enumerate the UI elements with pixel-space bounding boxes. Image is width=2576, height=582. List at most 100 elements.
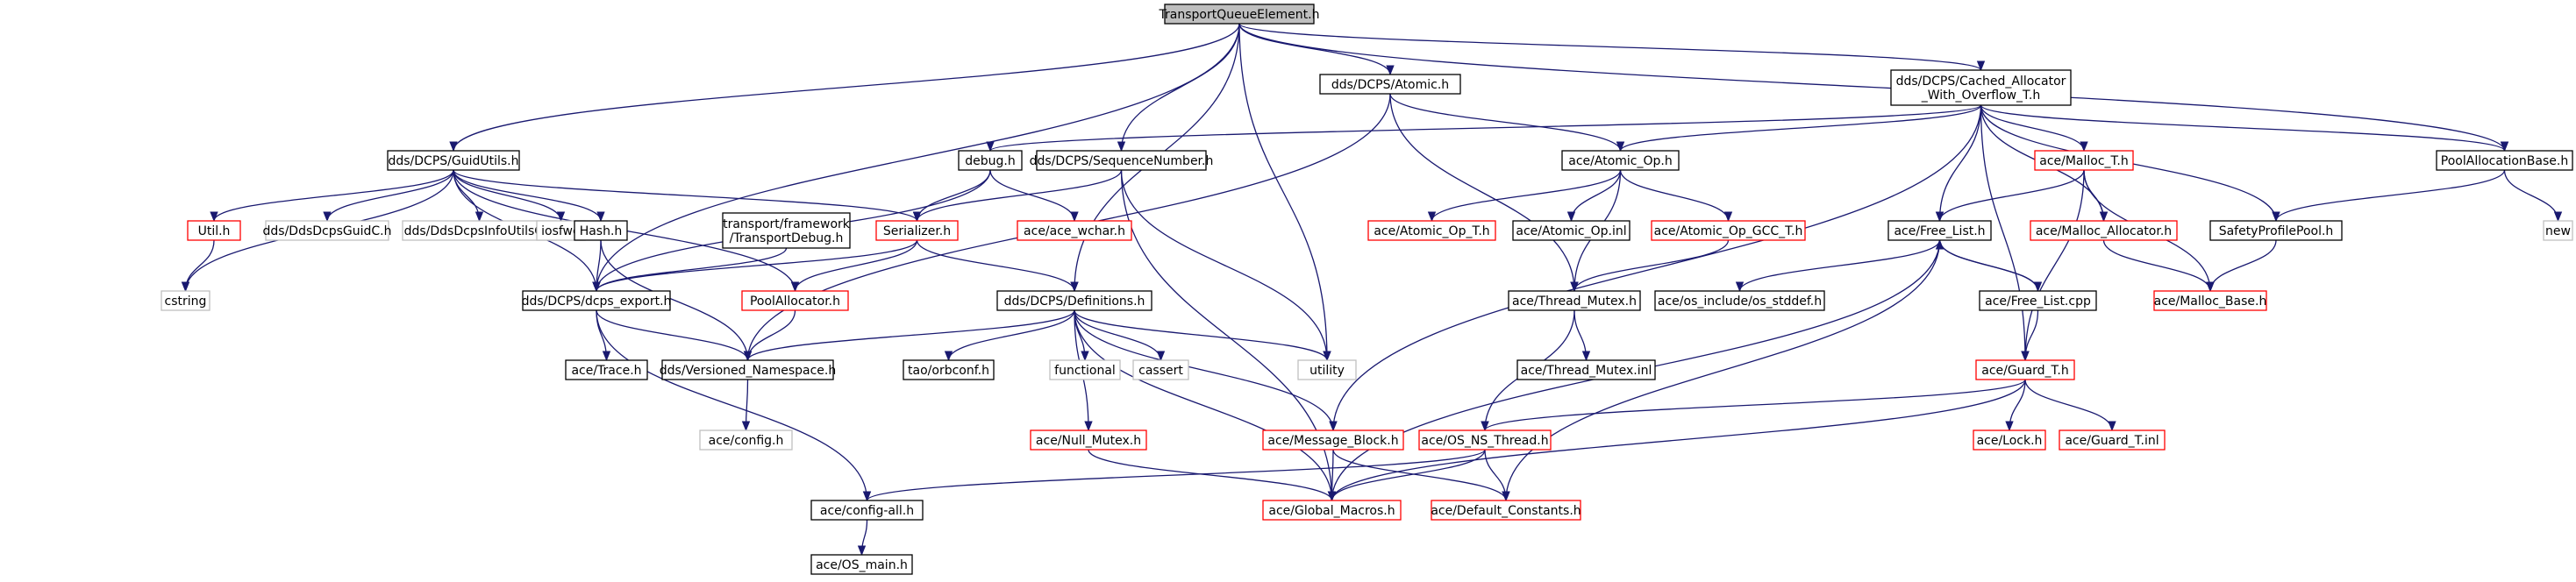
- edge-definitions-to-cassert: [1074, 309, 1166, 362]
- dependency-edges: [181, 23, 2563, 557]
- edge-guard-t-to-global-macros: [1327, 379, 2026, 502]
- node-seqnum[interactable]: dds/DCPS/SequenceNumber.h: [1030, 150, 1214, 171]
- node-malloc-base[interactable]: ace/Malloc_Base.h: [2153, 290, 2267, 311]
- node-os-ns-thread[interactable]: ace/OS_NS_Thread.h: [1418, 429, 1552, 451]
- node-safety[interactable]: SafetyProfilePool.h: [2209, 220, 2343, 241]
- node-box: [1262, 500, 1402, 521]
- edge-cached-to-message-block: [1329, 104, 1982, 432]
- node-atomic-op[interactable]: ace/Atomic_Op.h: [1561, 150, 1680, 171]
- node-free-list[interactable]: ace/Free_List.h: [1887, 220, 1992, 241]
- node-box: [1973, 429, 2046, 451]
- edge-seqnum-to-serializer: [912, 169, 1123, 223]
- node-functional: functional: [1049, 359, 1121, 380]
- edge-dcps-export-to-versioned: [596, 309, 753, 362]
- edge-free-list-cpp-to-free-list: [1935, 238, 2039, 292]
- node-atomic-op-gcc[interactable]: ace/Atomic_Op_GCC_T.h: [1651, 220, 1806, 241]
- node-box: [1262, 429, 1404, 451]
- node-box: [1654, 290, 1825, 311]
- node-label: ace/OS_NS_Thread.h: [1421, 434, 1548, 448]
- node-lock[interactable]: ace/Lock.h: [1973, 429, 2046, 451]
- node-label: dds/DdsDcpsInfoUtilsC.h: [404, 224, 555, 238]
- node-utility: utility: [1297, 359, 1357, 380]
- node-serializer[interactable]: Serializer.h: [875, 220, 959, 241]
- node-box: [1164, 4, 1315, 25]
- node-box: [1132, 359, 1189, 380]
- node-ace-config: ace/config.h: [699, 429, 793, 451]
- edge-guard-t-to-lock: [2005, 379, 2026, 432]
- node-null-mutex[interactable]: ace/Null_Mutex.h: [1030, 429, 1147, 451]
- node-default-constants[interactable]: ace/Default_Constants.h: [1431, 500, 1581, 521]
- node-label: ace/OS_main.h: [816, 558, 908, 572]
- node-label: dds/DCPS/Cached_Allocator_With_Overflow_…: [1896, 75, 2066, 103]
- node-message-block[interactable]: ace/Message_Block.h: [1262, 429, 1404, 451]
- node-malloc-t[interactable]: ace/Malloc_T.h: [2034, 150, 2134, 171]
- node-box: [2030, 220, 2178, 241]
- node-config-all[interactable]: ace/config-all.h: [810, 500, 924, 521]
- node-box: [265, 220, 389, 241]
- node-guard-t-inl[interactable]: ace/Guard_T.inl: [2059, 429, 2166, 451]
- node-guidutils[interactable]: dds/DCPS/GuidUtils.h: [387, 150, 520, 171]
- node-malloc-alloc[interactable]: ace/Malloc_Allocator.h: [2030, 220, 2178, 241]
- node-label: dds/DCPS/SequenceNumber.h: [1030, 154, 1214, 168]
- node-box: [2059, 429, 2166, 451]
- node-label: tao/orbconf.h: [908, 364, 989, 378]
- edge-safety-to-malloc-base: [2206, 239, 2277, 293]
- node-box: [810, 500, 924, 521]
- edge-atomic-to-thread-mutex: [1389, 93, 1579, 293]
- node-label: dds/DdsDcpsGuidC.h: [263, 224, 392, 238]
- edge-util-to-cstring: [181, 239, 215, 293]
- node-global-macros[interactable]: ace/Global_Macros.h: [1262, 500, 1402, 521]
- node-poolalloc[interactable]: PoolAllocationBase.h: [2436, 150, 2573, 171]
- node-transportdebug[interactable]: transport/framework/TransportDebug.h: [722, 212, 851, 249]
- node-root[interactable]: TransportQueueElement.h: [1159, 4, 1320, 25]
- node-label: ace/Free_List.cpp: [1985, 295, 2091, 309]
- node-thread-mutex-inl[interactable]: ace/Thread_Mutex.inl: [1516, 359, 1656, 380]
- edge-definitions-to-message-block: [1074, 309, 1338, 432]
- edge-poolalloc-to-new: [2503, 169, 2563, 223]
- edge-debug-to-ace-wchar: [989, 169, 1079, 223]
- node-thread-mutex[interactable]: ace/Thread_Mutex.h: [1508, 290, 1641, 311]
- node-ace-wchar[interactable]: ace/ace_wchar.h: [1017, 220, 1132, 241]
- edge-cached-to-free-list: [1935, 104, 1982, 223]
- node-box: [958, 150, 1023, 171]
- node-util[interactable]: Util.h: [187, 220, 241, 241]
- edge-seqnum-to-utility: [1120, 169, 1331, 362]
- edge-versioned-to-ace-config: [741, 379, 751, 432]
- edge-root-to-utility: [1238, 23, 1331, 362]
- node-poolallocator[interactable]: PoolAllocator.h: [741, 290, 849, 311]
- edge-cached-to-guard-t: [1980, 104, 2030, 362]
- edge-free-list-to-default-constants: [1502, 239, 1941, 502]
- node-os-main[interactable]: ace/OS_main.h: [810, 554, 913, 575]
- node-infoutilsc: dds/DdsDcpsInfoUtilsC.h: [402, 220, 557, 241]
- node-box: [1036, 150, 1207, 171]
- edge-atomic-op-gcc-to-thread-mutex: [1570, 239, 1730, 293]
- node-label: Hash.h: [580, 224, 623, 238]
- node-box: [903, 359, 995, 380]
- node-guard-t[interactable]: ace/Guard_T.h: [1975, 359, 2075, 380]
- node-label: utility: [1309, 364, 1345, 378]
- edge-root-to-guidutils: [449, 23, 1240, 153]
- node-cached[interactable]: dds/DCPS/Cached_Allocator_With_Overflow_…: [1890, 69, 2072, 106]
- node-dcps-export[interactable]: dds/DCPS/dcps_export.h: [522, 290, 672, 311]
- node-box: [522, 290, 671, 311]
- node-box: [1979, 290, 2097, 311]
- node-definitions[interactable]: dds/DCPS/Definitions.h: [996, 290, 1152, 311]
- node-os-stddef[interactable]: ace/os_include/os_stddef.h: [1654, 290, 1825, 311]
- node-box: [661, 359, 834, 380]
- node-label: ace/Trace.h: [571, 364, 641, 378]
- node-free-list-cpp[interactable]: ace/Free_List.cpp: [1979, 290, 2097, 311]
- node-box: [1516, 359, 1656, 380]
- node-box: [2436, 150, 2573, 171]
- node-atomic[interactable]: dds/DCPS/Atomic.h: [1319, 74, 1461, 95]
- node-debug[interactable]: debug.h: [958, 150, 1023, 171]
- node-versioned[interactable]: dds/Versioned_Namespace.h: [660, 359, 836, 380]
- node-label: dds/DCPS/Definitions.h: [1004, 295, 1145, 309]
- node-atomic-op-inl[interactable]: ace/Atomic_Op.inl: [1512, 220, 1631, 241]
- node-label: ace/Thread_Mutex.h: [1512, 295, 1637, 309]
- node-label: Util.h: [198, 224, 231, 238]
- node-hash[interactable]: Hash.h: [574, 220, 628, 241]
- node-orbconf[interactable]: tao/orbconf.h: [903, 359, 995, 380]
- node-trace[interactable]: ace/Trace.h: [565, 359, 648, 380]
- node-atomic-op-t[interactable]: ace/Atomic_Op_T.h: [1367, 220, 1496, 241]
- node-label: dds/Versioned_Namespace.h: [660, 364, 836, 378]
